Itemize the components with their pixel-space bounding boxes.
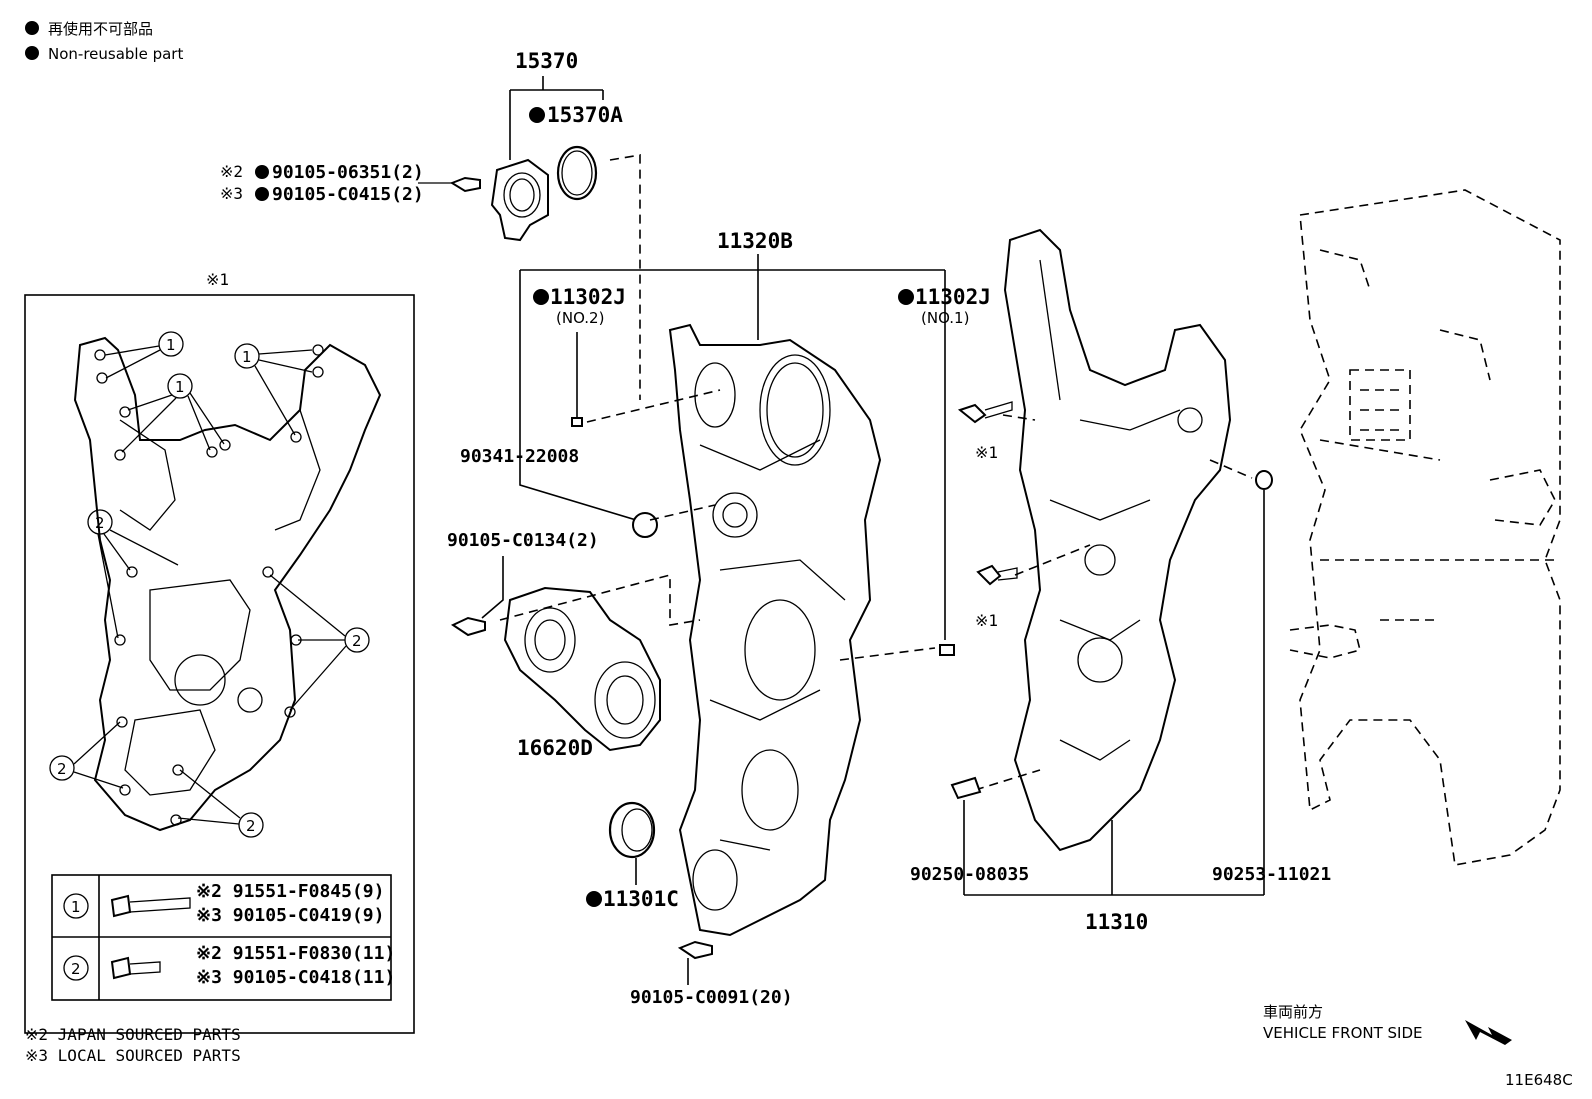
label-11320B[interactable]: 11320B: [717, 229, 793, 253]
footnote-2: ※2 JAPAN SOURCED PARTS: [25, 1025, 241, 1044]
svg-text:2: 2: [71, 960, 81, 978]
label-11302J-no1[interactable]: 11302J: [915, 285, 991, 309]
svg-text:2: 2: [246, 817, 256, 835]
table-callout-1-icon: [63, 893, 89, 919]
svg-text:1: 1: [242, 348, 252, 366]
group-11301C: 11301C 90105-C0091(20): [586, 801, 793, 1008]
svg-text:2: 2: [352, 632, 362, 650]
callout-1-icon: [234, 343, 260, 369]
label-90105-C0415[interactable]: 90105-C0415(2): [272, 184, 424, 205]
group-16620D: 90105-C0134(2) 16620D: [447, 530, 701, 760]
inset-title: ※1: [206, 270, 229, 289]
callout-2-icon: [49, 755, 75, 781]
group-11320B: 11320B 11302J (NO.2) 11302J (NO.1) 90341…: [460, 229, 991, 937]
cover-11320B-drawing: [668, 323, 882, 937]
vehicle-front-indicator: 車両前方 VEHICLE FRONT SIDE: [1263, 1003, 1512, 1045]
label-90253-11021[interactable]: 90253-11021: [1212, 864, 1331, 885]
svg-text:1: 1: [166, 336, 176, 354]
label-90105-C0134[interactable]: 90105-C0134(2): [447, 530, 599, 551]
table-row1-a[interactable]: ※2 91551-F0845(9): [196, 881, 384, 902]
mark-3a: ※3: [220, 184, 243, 203]
engine-block-drawing: [1289, 189, 1561, 866]
table-row2-b[interactable]: ※3 90105-C0418(11): [196, 967, 395, 988]
mark-1a: ※1: [975, 443, 998, 462]
table-row1-b[interactable]: ※3 90105-C0419(9): [196, 905, 384, 926]
label-no1: (NO.1): [921, 309, 969, 327]
mark-1b: ※1: [975, 611, 998, 630]
table-row2-a[interactable]: ※2 91551-F0830(11): [196, 943, 395, 964]
bolt-icon: [110, 956, 132, 980]
front-jp: 車両前方: [1263, 1003, 1323, 1021]
svg-text:1: 1: [175, 378, 185, 396]
legend-dot-icon: [25, 21, 39, 35]
label-15370A[interactable]: 15370A: [547, 103, 623, 127]
legend: 再使用不可部品 Non-reusable part: [25, 20, 183, 63]
label-90105-C0091[interactable]: 90105-C0091(20): [630, 987, 793, 1008]
label-90250-08035[interactable]: 90250-08035: [910, 864, 1029, 885]
legend-dot-icon: [25, 46, 39, 60]
group-15370: 15370 15370A: [418, 49, 641, 400]
label-11301C[interactable]: 11301C: [603, 887, 679, 911]
callout-1-icon: [158, 331, 184, 357]
bolt-icon: [110, 894, 132, 918]
mark-2a: ※2: [220, 162, 243, 181]
legend-en: Non-reusable part: [48, 45, 183, 63]
diagram-id: 11E648C: [1505, 1071, 1573, 1089]
tensioner-drawing: [503, 586, 661, 752]
table-callout-2-icon: [63, 955, 89, 981]
inset-frame: [24, 294, 415, 1034]
label-11302J-no2[interactable]: 11302J: [550, 285, 626, 309]
svg-text:2: 2: [95, 514, 105, 532]
front-arrow-icon: [1465, 1020, 1512, 1045]
label-90341-22008[interactable]: 90341-22008: [460, 446, 579, 467]
case-11310-drawing: [1003, 228, 1232, 852]
inset-cover-drawing: [73, 336, 382, 832]
inset-1: ※1 1 1 1 2 2 2: [24, 270, 415, 1034]
front-en: VEHICLE FRONT SIDE: [1263, 1024, 1423, 1042]
group-11310: ※1 ※1 90250-08035 90253-11021 11310: [910, 228, 1331, 934]
label-11310[interactable]: 11310: [1085, 910, 1148, 934]
footnote-3: ※3 LOCAL SOURCED PARTS: [25, 1046, 241, 1065]
label-no2: (NO.2): [556, 309, 604, 327]
callout-2-icon: [238, 812, 264, 838]
label-90105-06351[interactable]: 90105-06351(2): [272, 162, 424, 183]
callout-2-icon: [87, 509, 113, 535]
bolts-90105-06351: ※2 90105-06351(2) ※3 90105-C0415(2): [220, 162, 424, 205]
svg-text:2: 2: [57, 760, 67, 778]
label-15370[interactable]: 15370: [515, 49, 578, 73]
callout-1-icon: [167, 373, 193, 399]
label-16620D[interactable]: 16620D: [517, 736, 593, 760]
svg-text:1: 1: [71, 898, 81, 916]
legend-jp: 再使用不可部品: [48, 20, 153, 38]
